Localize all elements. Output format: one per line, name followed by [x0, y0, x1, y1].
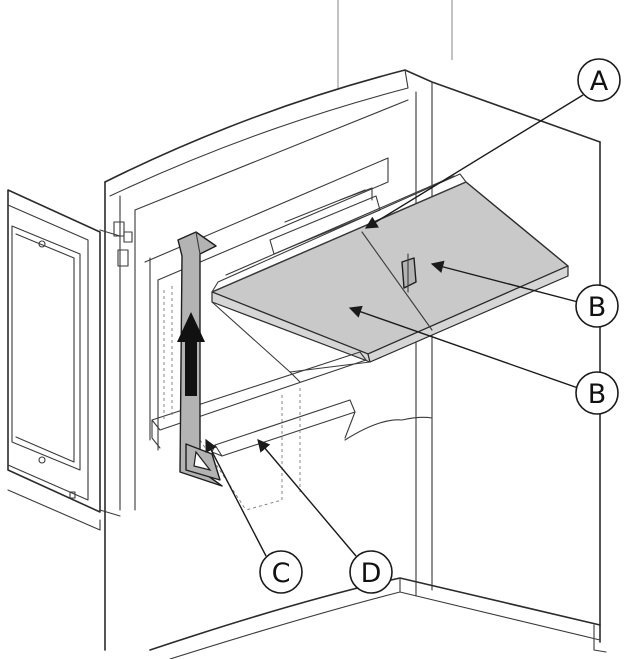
callout-a: A: [577, 58, 621, 102]
door-hinges: [113, 221, 133, 267]
callout-b-lower-label: B: [588, 379, 607, 410]
background-wall-lines: [337, 0, 453, 90]
callout-b-lower: B: [575, 371, 619, 415]
hidden-lines: [163, 286, 173, 420]
baffle-panel: [211, 173, 569, 383]
removal-tool: [177, 231, 223, 487]
open-door: [7, 189, 121, 531]
callout-a-label: A: [590, 66, 609, 97]
firebox-opening: [144, 157, 389, 451]
callout-b-upper-label: B: [588, 292, 607, 323]
callout-c-label: C: [272, 558, 291, 589]
callout-c: C: [259, 550, 303, 594]
callout-d: D: [349, 550, 393, 594]
callout-d-label: D: [361, 558, 382, 589]
leader-lines: [205, 94, 584, 557]
upward-arrow-icon: [177, 312, 205, 396]
callout-b-upper: B: [575, 284, 619, 328]
